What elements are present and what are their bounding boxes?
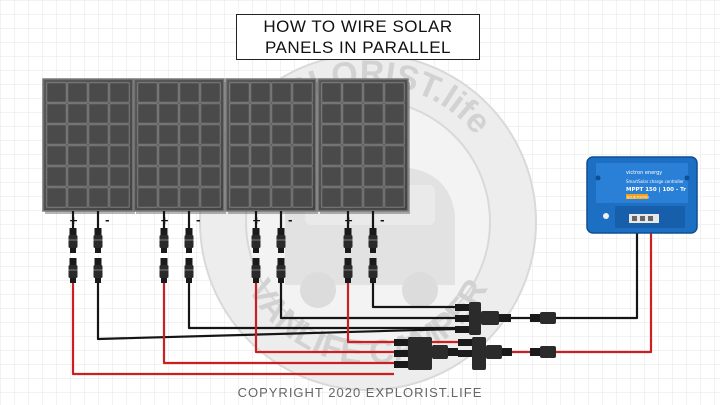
positive-wire <box>254 283 394 354</box>
wiring <box>71 211 653 376</box>
panel-1 <box>42 78 135 214</box>
solar-panel-array <box>42 78 410 214</box>
controller-tag: BLUETOOTH <box>627 195 649 199</box>
title-line-2: PANELS IN PARALLEL <box>264 38 451 57</box>
positive-wire <box>71 283 394 376</box>
panel-2 <box>133 78 226 214</box>
positive-output-wire <box>556 228 653 354</box>
negative-branch-connector <box>455 302 556 335</box>
negative-terminal-label: - <box>288 214 293 227</box>
controller-model: MPPT 150 | 100 - Tr <box>626 187 686 193</box>
controller-label: SmartSolar charge controller <box>626 179 684 184</box>
positive-branch-connector <box>394 337 556 370</box>
negative-terminal-label: - <box>380 214 385 227</box>
diagram-title-box: HOW TO WIRE SOLAR PANELS IN PARALLEL <box>236 14 480 60</box>
negative-wire <box>279 283 455 320</box>
controller-bluetooth-icon <box>603 213 609 219</box>
controller-brand: victron energy <box>626 170 662 176</box>
negative-wire <box>96 283 456 341</box>
panel-3 <box>225 78 318 214</box>
title-line-1: HOW TO WIRE SOLAR <box>263 17 453 36</box>
copyright-notice: COPYRIGHT 2020 EXPLORIST.LIFE <box>237 385 483 400</box>
charge-controller: victron energy SmartSolar charge control… <box>586 156 698 234</box>
negative-terminal-label: - <box>196 214 201 227</box>
panel-4 <box>317 78 410 214</box>
negative-terminal-label: - <box>105 214 110 227</box>
positive-wire <box>162 283 394 365</box>
negative-output-wire <box>556 228 639 320</box>
negative-wire <box>187 283 455 330</box>
mc4-branch-connectors <box>394 302 556 370</box>
negative-wire <box>371 283 455 309</box>
